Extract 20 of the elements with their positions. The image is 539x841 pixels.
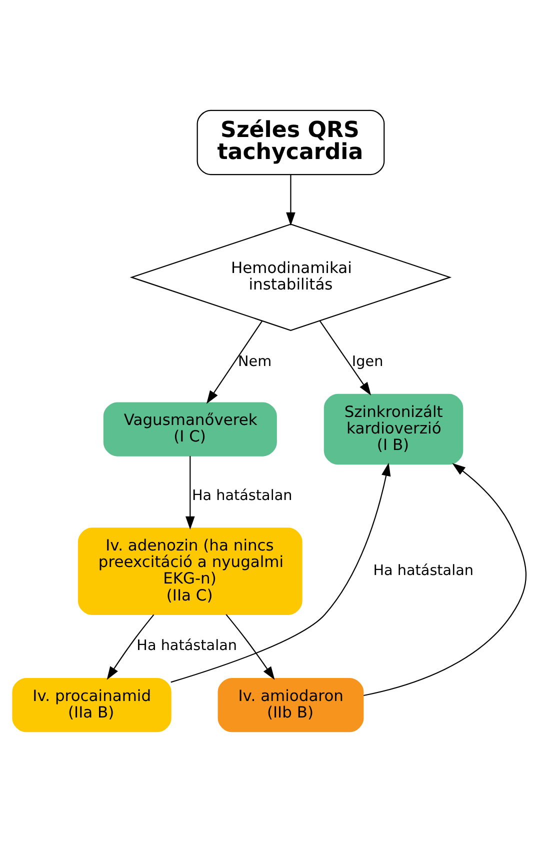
- edge-label: Ha hatástalan: [192, 487, 292, 504]
- arrow: [319, 320, 372, 395]
- arrow: [106, 614, 154, 680]
- edge-label: Igen: [352, 354, 384, 370]
- node-box: Iv. procainamid (IIa B): [12, 677, 172, 732]
- arrow: [364, 462, 526, 696]
- arrow: [286, 174, 296, 226]
- edge-label: Ha hatástalan: [136, 638, 237, 654]
- arrow: [186, 456, 195, 530]
- edge-label: Ha hatástalan: [373, 562, 474, 579]
- edge-label: Nem: [238, 354, 272, 370]
- node-box: Iv. adenozin (ha nincs preexcitáció a nyugalmi EKG-n) (IIa C): [78, 527, 302, 614]
- node-box: Iv. amiodaron (IIb B): [218, 677, 364, 732]
- arrow: [226, 614, 275, 680]
- arrow: [206, 320, 263, 404]
- arrow: [170, 462, 391, 682]
- node-diamond: Hemodinamikai instabilitás: [130, 223, 452, 330]
- node-box: Szinkronizált kardioverzió (I B): [324, 393, 464, 464]
- node-box: Vagusmanőverek (I C): [103, 402, 277, 456]
- node-box: Széles QRS tachycardia: [196, 109, 385, 175]
